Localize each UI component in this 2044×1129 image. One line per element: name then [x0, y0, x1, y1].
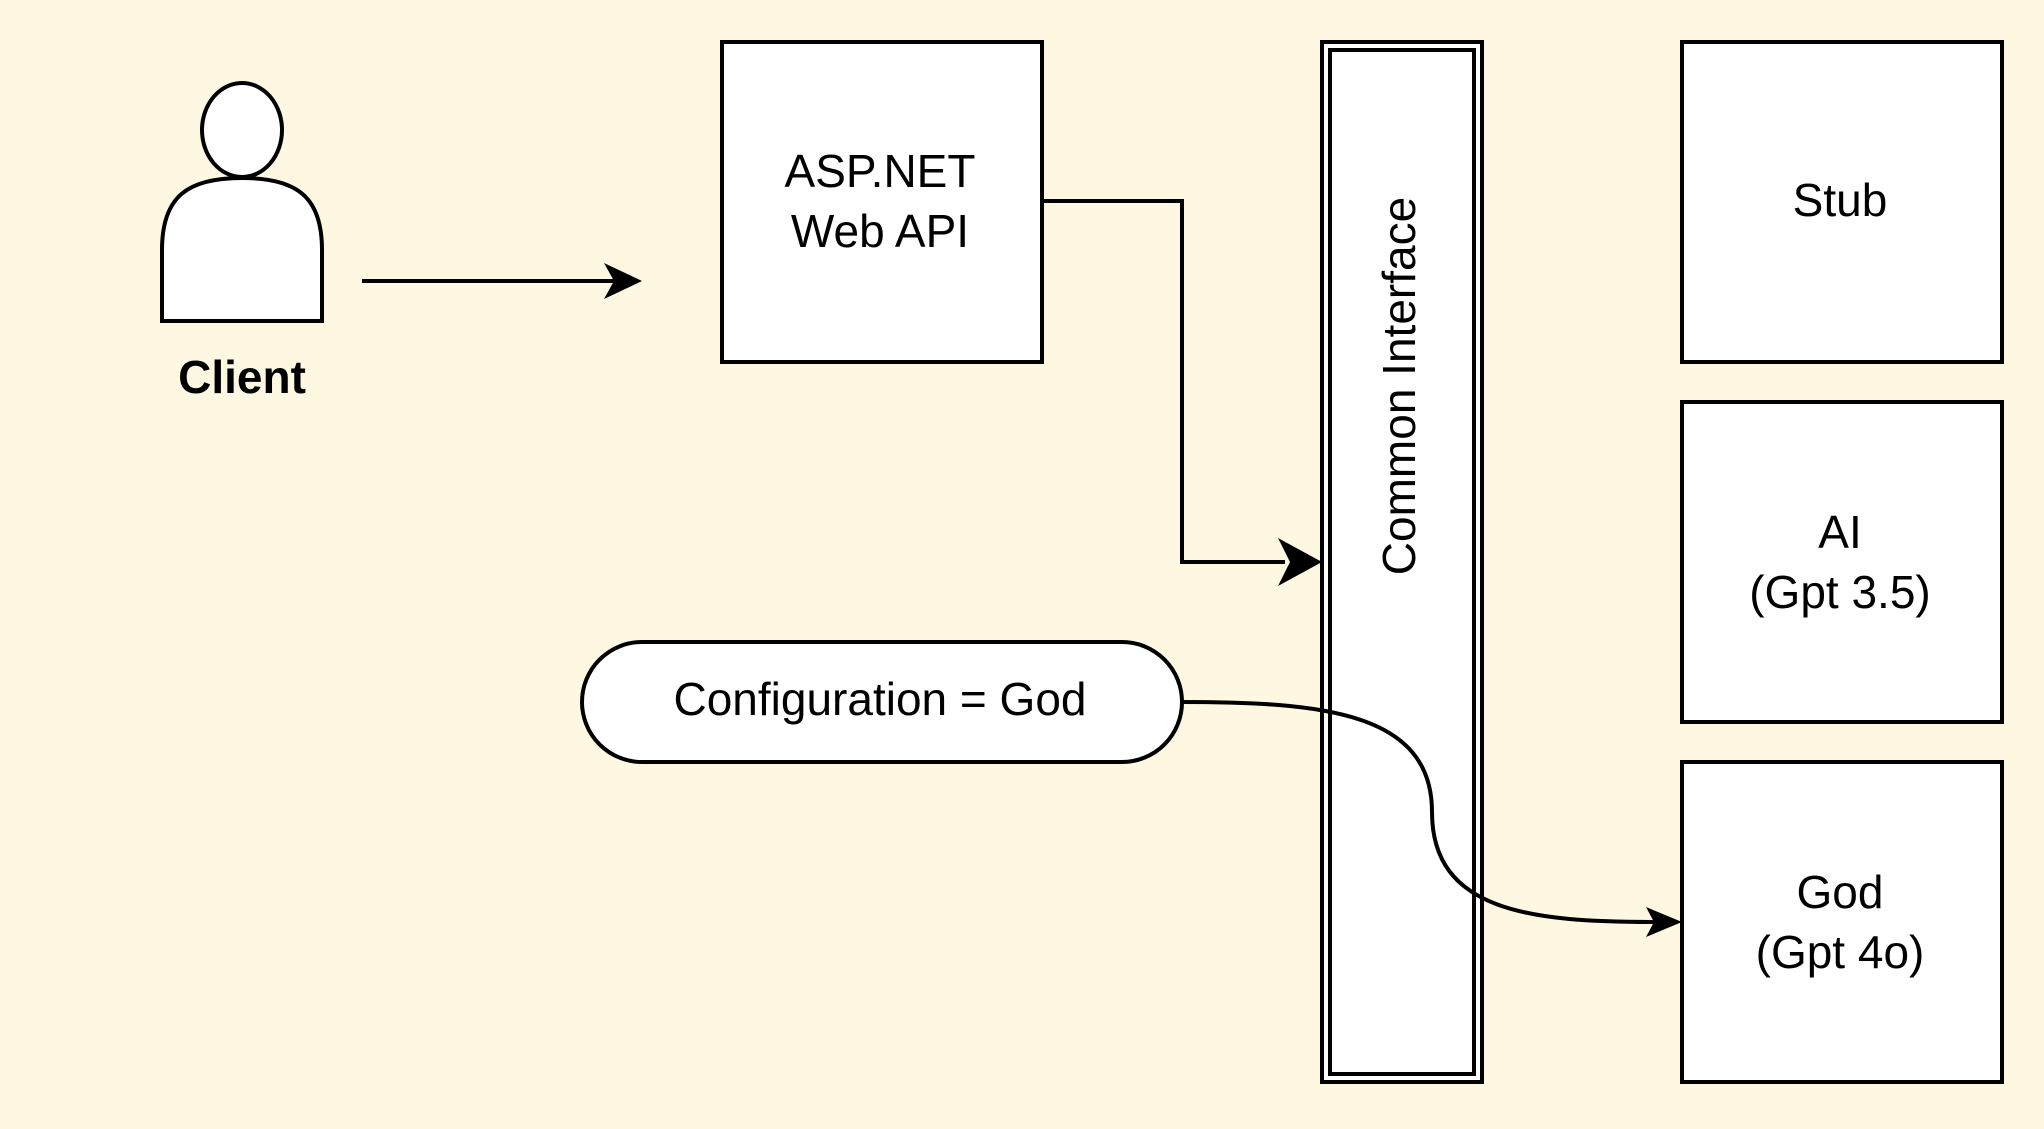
client-actor[interactable]: Client — [160, 81, 324, 403]
configuration-to-god-connector — [1181, 700, 1682, 937]
ai-box[interactable]: AI (Gpt 3.5) — [1680, 400, 2004, 724]
web-api-box[interactable]: ASP.NET Web API — [720, 40, 1044, 364]
web-api-label-line2: Web API — [791, 205, 969, 257]
web-api-label-line1: ASP.NET — [785, 145, 976, 197]
client-label: Client — [178, 351, 306, 403]
common-interface-box[interactable]: Common Interface — [1320, 40, 1484, 1084]
god-label-line1: God — [1797, 866, 1884, 918]
ai-label-line2: (Gpt 3.5) — [1749, 566, 1931, 618]
stub-box[interactable]: Stub — [1680, 40, 2004, 364]
god-box[interactable]: God (Gpt 4o) — [1680, 760, 2004, 1084]
ai-label-line1: AI — [1818, 506, 1861, 558]
stub-label: Stub — [1793, 174, 1888, 226]
configuration-label: Configuration = God — [674, 673, 1087, 725]
configuration-pill[interactable]: Configuration = God — [580, 640, 1184, 764]
user-icon — [160, 81, 324, 323]
client-to-api-arrow — [362, 263, 642, 299]
god-label-line2: (Gpt 4o) — [1756, 926, 1925, 978]
common-interface-label: Common Interface — [1373, 197, 1425, 575]
api-to-interface-connector — [1042, 199, 1322, 586]
